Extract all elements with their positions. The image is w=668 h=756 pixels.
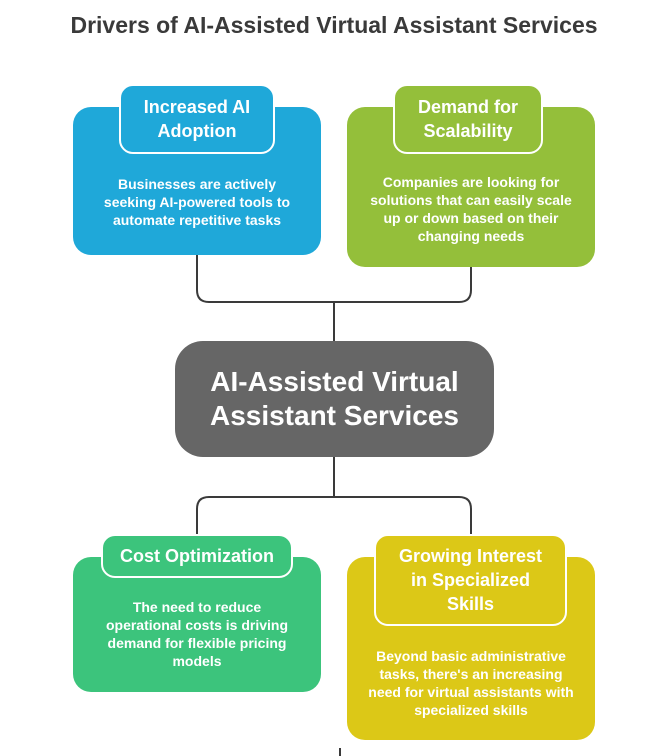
- card-heading-growing-interest-specialized-skills: Growing Interest in Specialized Skills: [374, 534, 567, 626]
- card-description: Businesses are actively seeking AI-power…: [103, 176, 291, 228]
- card-increased-ai-adoption: Businesses are actively seeking AI-power…: [73, 107, 321, 255]
- card-description: The need to reduce operational costs is …: [105, 599, 289, 669]
- card-demand-for-scalability: Companies are looking for solutions that…: [347, 107, 595, 267]
- center-node: AI-Assisted Virtual Assistant Services: [175, 341, 494, 457]
- card-description: Companies are looking for solutions that…: [370, 174, 572, 244]
- card-cost-optimization: The need to reduce operational costs is …: [73, 557, 321, 692]
- card-heading-demand-for-scalability: Demand for Scalability: [393, 84, 543, 154]
- card-heading-cost-optimization: Cost Optimization: [101, 534, 293, 578]
- card-heading-increased-ai-adoption: Increased AI Adoption: [119, 84, 275, 154]
- card-description: Beyond basic administrative tasks, there…: [368, 648, 574, 718]
- diagram-title: Drivers of AI-Assisted Virtual Assistant…: [70, 12, 598, 38]
